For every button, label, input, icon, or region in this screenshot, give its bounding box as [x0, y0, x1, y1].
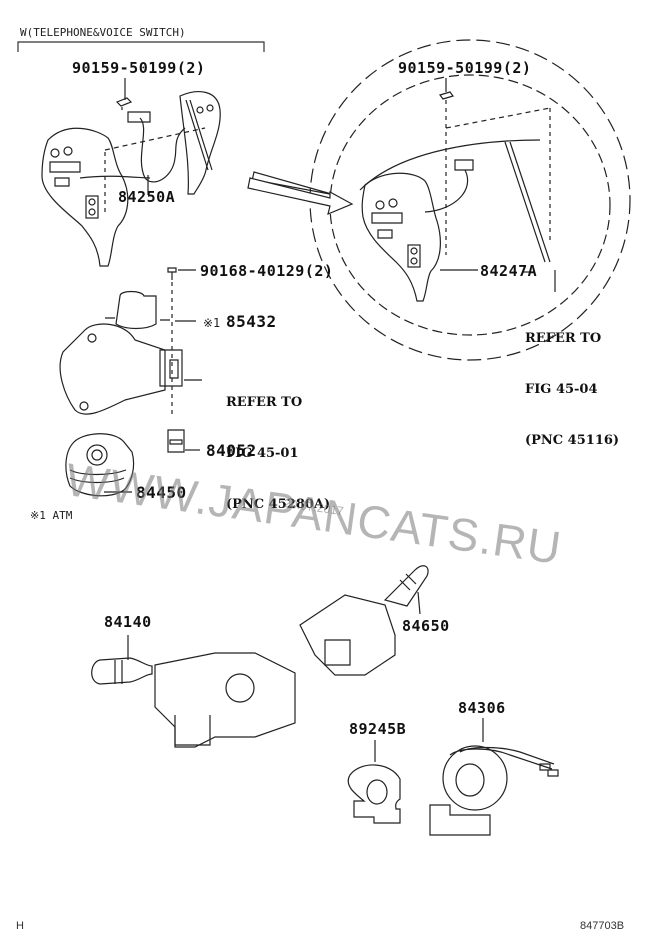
part-label-85432[interactable]: 85432: [226, 312, 277, 331]
reference-fig-45-04[interactable]: REFER TO FIG 45-04 (PNC 45116): [525, 296, 619, 466]
reference-line: (PNC 45280A): [226, 497, 331, 512]
part-label-84247A[interactable]: 84247A: [480, 262, 538, 280]
reference-line: FIG 45-04: [525, 382, 598, 397]
reference-line: (PNC 45116): [525, 433, 620, 448]
part-label-90159-50199-right[interactable]: 90159-50199(2): [398, 59, 532, 77]
group-title: W(TELEPHONE&VOICE SWITCH): [20, 26, 186, 39]
footnote-atm: ※1 ATM: [30, 509, 73, 522]
part-label-84306[interactable]: 84306: [458, 699, 506, 717]
steering-wheel-drawing: [247, 39, 631, 361]
illustration-number: 847703B: [580, 920, 625, 932]
group-bracket: [17, 41, 265, 52]
atm-marker: ※1: [203, 316, 221, 330]
direction-arrow: [247, 177, 354, 216]
part-label-84450[interactable]: 84450: [136, 483, 187, 502]
reference-line: REFER TO: [226, 395, 303, 410]
part-label-84052[interactable]: 84052: [206, 441, 257, 460]
part-label-89245B[interactable]: 89245B: [349, 720, 407, 738]
spiral-cable-drawing: [347, 718, 559, 836]
part-label-84140[interactable]: 84140: [104, 613, 152, 631]
reference-fig-45-01[interactable]: REFER TO FIG 45-01 (PNC 45280A): [226, 360, 330, 530]
footer-code: H: [16, 920, 24, 932]
part-label-90168-40129[interactable]: 90168-40129(2): [200, 262, 334, 280]
combination-switch-drawing: [91, 565, 429, 748]
part-label-90159-50199-left[interactable]: 90159-50199(2): [72, 59, 206, 77]
ignition-lock-drawing: [59, 267, 202, 497]
part-label-84650[interactable]: 84650: [402, 617, 450, 635]
reference-line: REFER TO: [525, 331, 602, 346]
steering-switch-84250A-drawing: [41, 78, 221, 267]
reference-line: FIG 45-01: [226, 446, 299, 461]
part-label-84250A[interactable]: 84250A: [118, 188, 176, 206]
